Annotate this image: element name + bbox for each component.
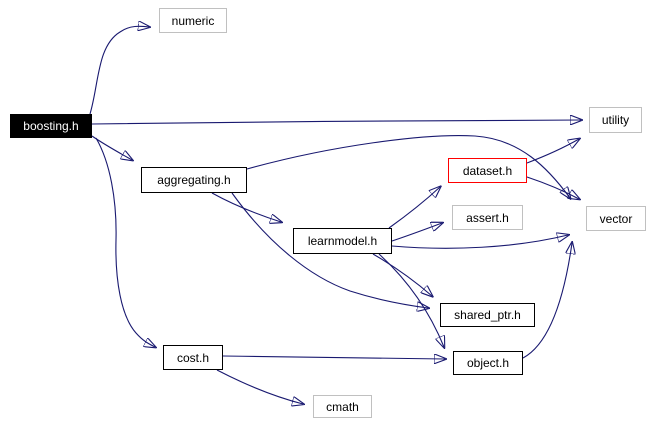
edge-dataset-vector bbox=[526, 176, 579, 199]
node-shared-ptr-h[interactable]: shared_ptr.h bbox=[440, 303, 535, 327]
node-dataset-h[interactable]: dataset.h bbox=[448, 158, 527, 183]
node-numeric[interactable]: numeric bbox=[159, 8, 227, 33]
edge-boosting-utility bbox=[91, 120, 581, 124]
edge-learnmodel-assert bbox=[391, 223, 442, 242]
edge-boosting-numeric bbox=[89, 26, 149, 115]
edge-boosting-aggregating bbox=[91, 135, 132, 160]
node-cost-h[interactable]: cost.h bbox=[163, 345, 223, 370]
edge-learnmodel-sharedptr bbox=[372, 253, 432, 296]
edge-aggregating-learnmodel bbox=[211, 192, 281, 222]
node-learnmodel-h[interactable]: learnmodel.h bbox=[293, 228, 392, 254]
edge-cost-cmath bbox=[216, 369, 303, 404]
edge-learnmodel-dataset bbox=[388, 187, 440, 229]
edge-dataset-utility bbox=[526, 139, 579, 164]
node-boosting-h[interactable]: boosting.h bbox=[10, 114, 92, 138]
node-cmath[interactable]: cmath bbox=[313, 395, 372, 418]
edge-boosting-cost bbox=[95, 137, 155, 347]
edge-learnmodel-vector bbox=[391, 235, 568, 249]
edge-aggregating-sharedptr bbox=[231, 192, 428, 308]
edge-learnmodel-object bbox=[378, 253, 444, 347]
node-utility[interactable]: utility bbox=[589, 107, 642, 133]
edge-cost-object bbox=[222, 356, 445, 359]
edge-aggregating-vector bbox=[246, 135, 570, 198]
node-object-h[interactable]: object.h bbox=[453, 351, 523, 375]
node-aggregating-h[interactable]: aggregating.h bbox=[141, 167, 247, 193]
node-assert-h[interactable]: assert.h bbox=[452, 205, 523, 230]
node-vector[interactable]: vector bbox=[586, 206, 646, 231]
edge-object-vector bbox=[522, 243, 572, 359]
